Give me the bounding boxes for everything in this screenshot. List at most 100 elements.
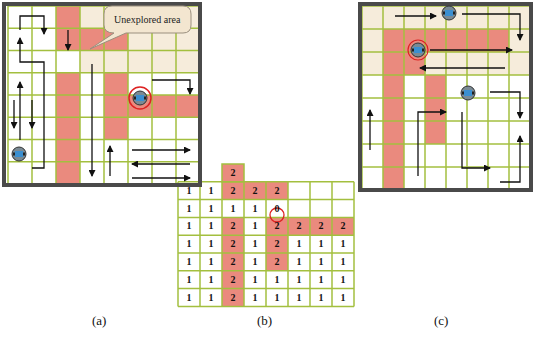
cell bbox=[128, 51, 152, 73]
cell-value: 1 bbox=[310, 289, 332, 307]
cell-value: 1 bbox=[200, 182, 222, 200]
cell bbox=[383, 6, 404, 29]
obstacle-cell bbox=[467, 29, 488, 52]
cell-value: 2 bbox=[222, 253, 244, 271]
grid-line bbox=[8, 139, 200, 141]
grid-line bbox=[362, 74, 530, 76]
cell-value: 0 bbox=[266, 200, 288, 218]
obstacle-cell bbox=[104, 95, 128, 117]
cell-value: 1 bbox=[178, 182, 200, 200]
obstacle-cell bbox=[222, 289, 244, 307]
cell bbox=[104, 51, 128, 73]
cell bbox=[467, 52, 488, 75]
obstacle-cell bbox=[222, 253, 244, 271]
grid-line bbox=[353, 182, 355, 307]
obstacle-cell bbox=[425, 98, 446, 121]
obstacle-cell bbox=[104, 73, 128, 95]
obstacle-cell bbox=[383, 144, 404, 167]
panel-border bbox=[360, 4, 531, 190]
grid-line bbox=[178, 234, 354, 236]
cell-value: 1 bbox=[266, 271, 288, 289]
cell-value: 1 bbox=[310, 253, 332, 271]
cell-value: 1 bbox=[332, 253, 354, 271]
grid-line bbox=[309, 182, 311, 307]
grid-line bbox=[243, 182, 245, 307]
cell-value: 1 bbox=[200, 217, 222, 235]
cell bbox=[488, 29, 509, 52]
grid-lines bbox=[8, 6, 530, 306]
grid-line bbox=[178, 270, 354, 272]
obstacle-cell bbox=[383, 75, 404, 98]
callout-bubble: Unexplored area bbox=[104, 6, 191, 33]
panel-caption: (c) bbox=[434, 313, 448, 329]
obstacle-cell bbox=[222, 271, 244, 289]
cell-value: 1 bbox=[332, 271, 354, 289]
cell-value: 1 bbox=[178, 217, 200, 235]
cell-value: 2 bbox=[222, 289, 244, 307]
grid-line bbox=[178, 199, 354, 201]
cell-value: 2 bbox=[332, 217, 354, 235]
robot-highlight bbox=[408, 40, 428, 60]
robot-icon bbox=[133, 91, 147, 105]
robot-highlight bbox=[129, 87, 151, 109]
obstacle-cell bbox=[266, 253, 288, 271]
grid-line bbox=[265, 182, 267, 307]
robot-icon bbox=[411, 43, 425, 57]
cell-value: 1 bbox=[244, 289, 266, 307]
cell-value: 2 bbox=[288, 217, 310, 235]
grid-line bbox=[362, 97, 530, 99]
obstacle-cell bbox=[310, 217, 332, 235]
grid-line bbox=[178, 288, 354, 290]
robot-icon bbox=[12, 147, 26, 161]
cell-value: 1 bbox=[200, 253, 222, 271]
cell-value: 1 bbox=[310, 235, 332, 253]
cell-value: 2 bbox=[222, 235, 244, 253]
cell-value: 2 bbox=[266, 182, 288, 200]
cell-value: 1 bbox=[288, 289, 310, 307]
grid-line bbox=[362, 166, 530, 168]
cell-value: 1 bbox=[178, 271, 200, 289]
callout-text: Unexplored area bbox=[114, 14, 181, 25]
obstacle-cell bbox=[266, 182, 288, 200]
cell bbox=[446, 52, 467, 75]
cell-value: 2 bbox=[222, 271, 244, 289]
cell-value: 1 bbox=[222, 200, 244, 218]
obstacle-cell bbox=[383, 121, 404, 144]
grid-line bbox=[8, 117, 200, 119]
path-arrows bbox=[14, 16, 190, 178]
obstacle-cell bbox=[56, 73, 80, 95]
robot-icon bbox=[442, 6, 456, 20]
obstacle-cell bbox=[56, 162, 80, 184]
grid-line bbox=[199, 182, 201, 307]
obstacle-cell bbox=[488, 29, 509, 52]
cell-value: 1 bbox=[244, 253, 266, 271]
panel-caption: (b) bbox=[257, 313, 272, 329]
cell-value: 2 bbox=[310, 217, 332, 235]
grid-line bbox=[8, 50, 200, 52]
cell-value: 1 bbox=[244, 235, 266, 253]
obstacle-cell bbox=[222, 217, 244, 235]
robot-icon bbox=[461, 86, 475, 100]
cell-value: 1 bbox=[178, 289, 200, 307]
cell bbox=[467, 29, 488, 52]
cell bbox=[446, 29, 467, 52]
cell-value: 1 bbox=[178, 200, 200, 218]
obstacle-cell bbox=[222, 235, 244, 253]
cell bbox=[152, 51, 176, 73]
cell-value: 1 bbox=[332, 289, 354, 307]
grid-line bbox=[8, 72, 200, 74]
cell-value: 2 bbox=[266, 235, 288, 253]
cell bbox=[425, 52, 446, 75]
cell-value: 1 bbox=[244, 217, 266, 235]
grid-line bbox=[177, 182, 179, 307]
cell-value: 1 bbox=[288, 253, 310, 271]
cell-value: 2 bbox=[222, 182, 244, 200]
obstacle-cell bbox=[288, 217, 310, 235]
grid-line bbox=[8, 94, 200, 96]
grid-line bbox=[331, 182, 333, 307]
grid-line bbox=[362, 143, 530, 145]
obstacle-cell bbox=[222, 182, 244, 200]
cell-value: 1 bbox=[178, 235, 200, 253]
obstacle-cell bbox=[244, 182, 266, 200]
grid-line bbox=[178, 181, 354, 183]
